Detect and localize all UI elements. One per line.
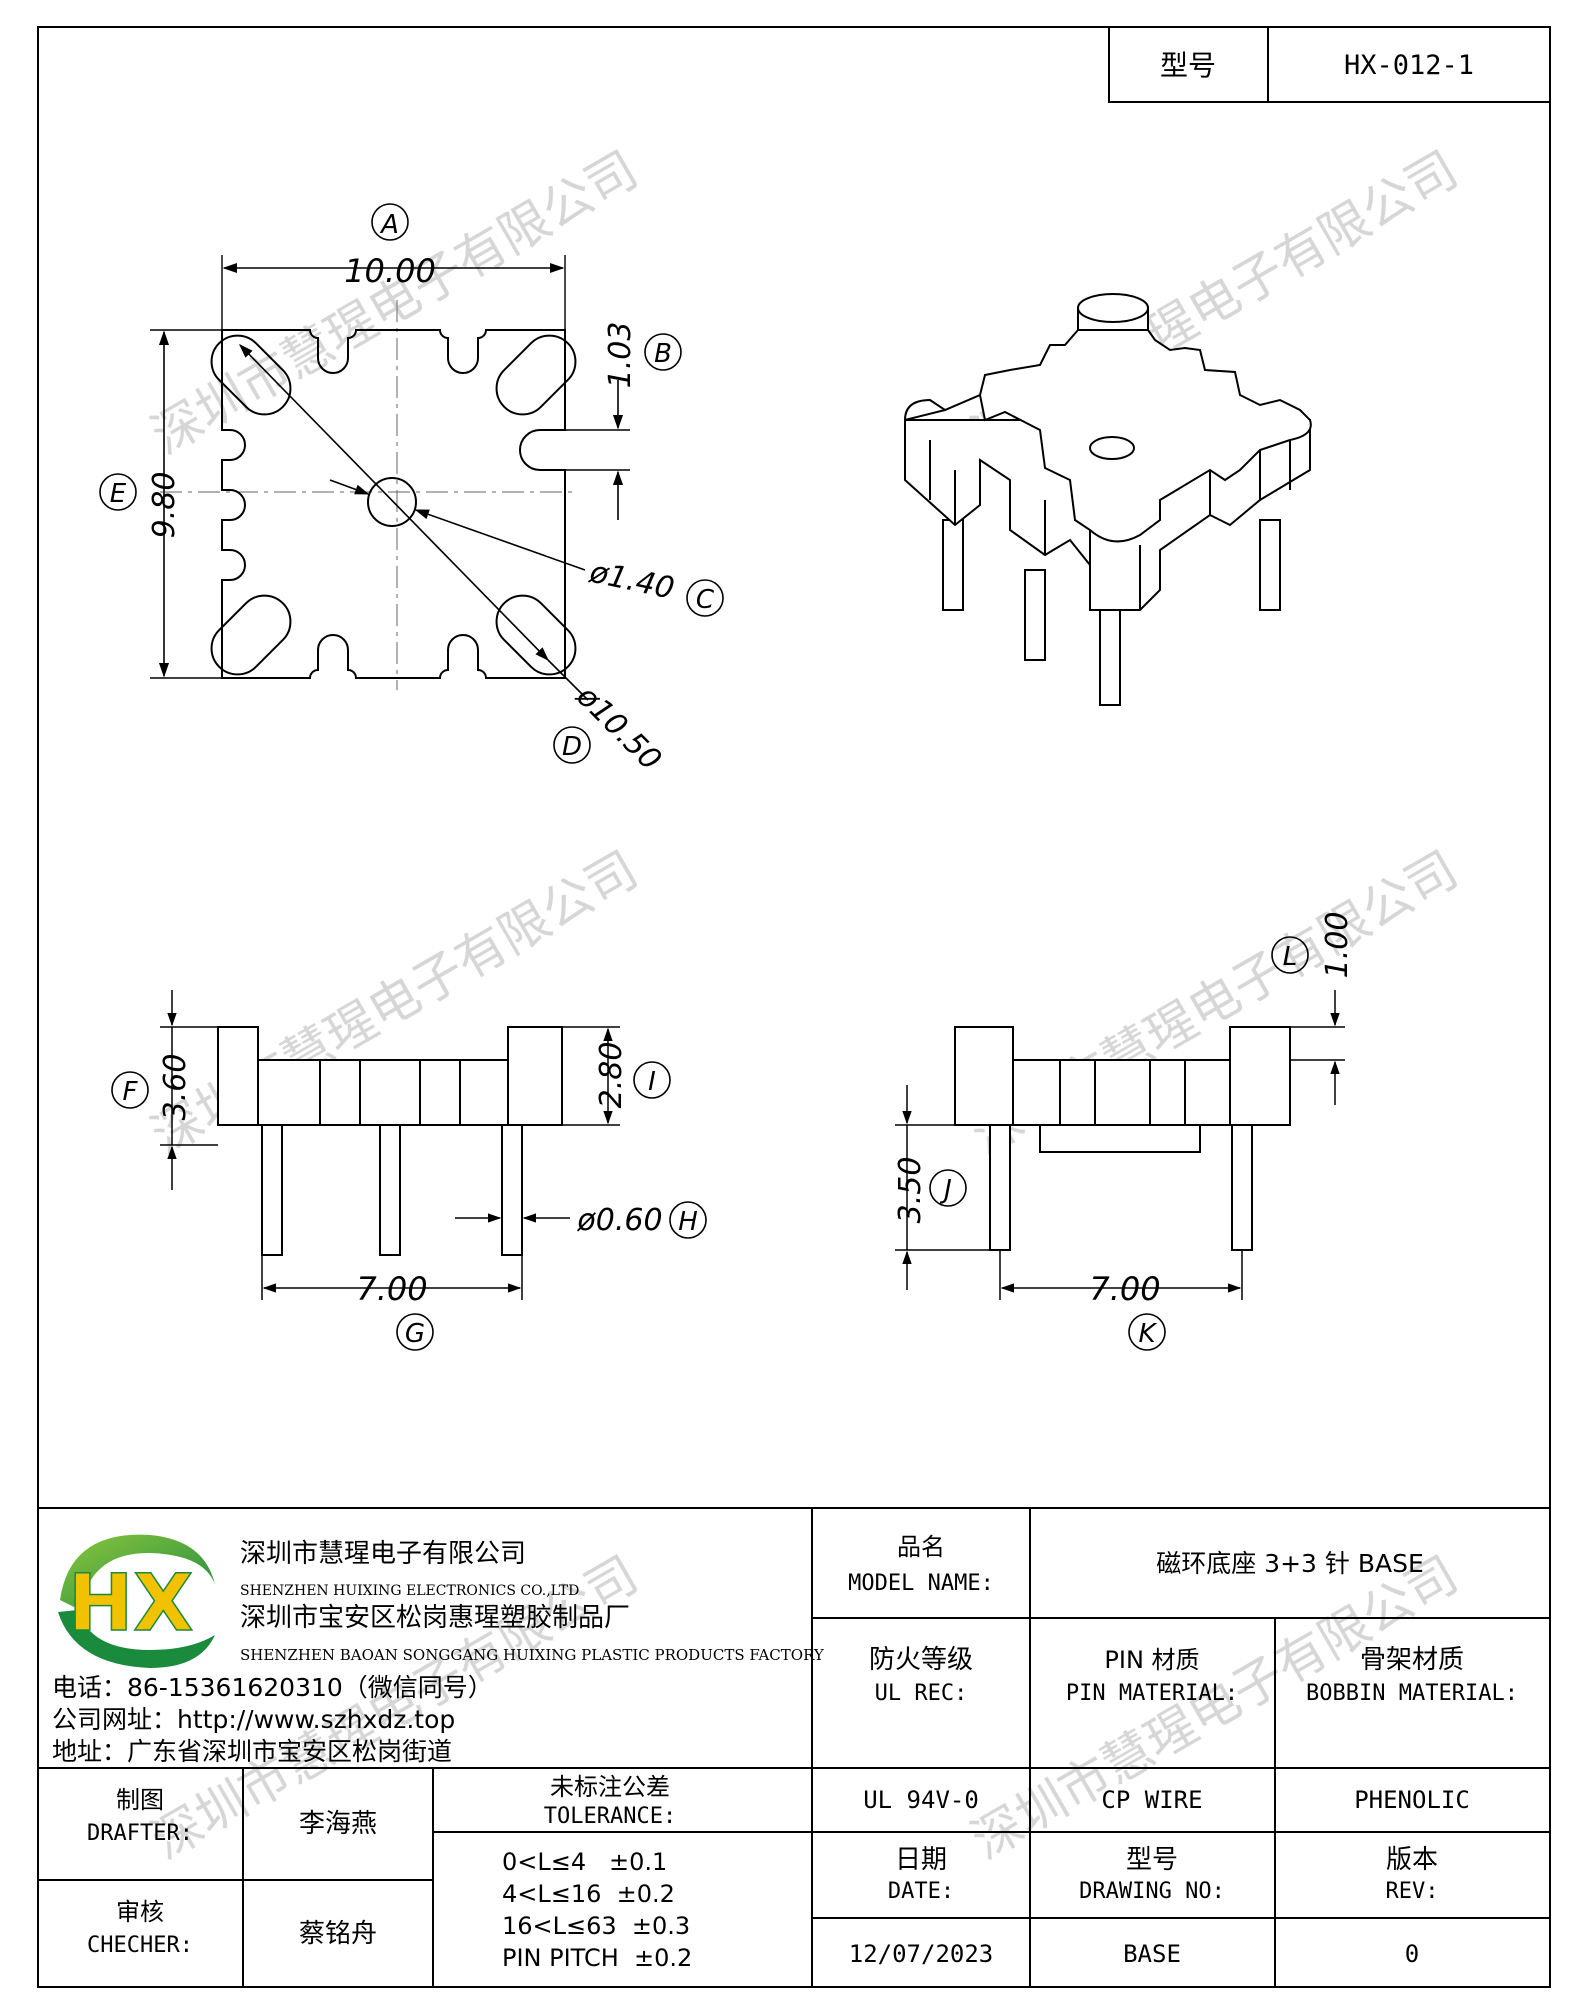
dim-hole: ø1.40 [586, 555, 678, 607]
ul-en: UL REC: [875, 1681, 968, 1706]
company-info: 深圳市慧瑆电子有限公司 SHENZHEN HUIXING ELECTRONICS… [52, 1539, 825, 1766]
dim-pitch-front: 7.00 [356, 1270, 427, 1308]
callout-e: E [110, 479, 127, 509]
website: 公司网址：http://www.szhxdz.top [52, 1705, 455, 1734]
callout-c: C [696, 585, 715, 615]
callout-g: G [405, 1319, 425, 1349]
tolerance-table: 0<L≤4 ±0.1 4<L≤16 ±0.2 16<L≤63 ±0.3 PIN … [502, 1848, 692, 1972]
front-view-labels: F 3.60 2.80 I ø0.60 H 7.00 G [111, 1042, 707, 1351]
company-cn: 深圳市慧瑆电子有限公司 [240, 1539, 526, 1569]
dim-height: 9.80 [147, 472, 182, 539]
dim-pin-len: 3.50 [893, 1157, 928, 1224]
date-value: 12/07/2023 [849, 1940, 994, 1968]
callout-l: L [1283, 942, 1298, 972]
address: 地址：广东省深圳市宝安区松岗街道 [52, 1737, 452, 1766]
checker-cn: 审核 [116, 1898, 164, 1926]
tolerance-cn: 未标注公差 [550, 1773, 670, 1801]
tolerance-row: PIN PITCH ±0.2 [502, 1944, 692, 1972]
tolerance-en: TOLERANCE: [544, 1804, 676, 1829]
front-view [217, 1026, 563, 1256]
side-view-dims [895, 990, 1345, 1300]
bobbin-cn: 骨架材质 [1360, 1645, 1464, 1675]
rev-en: REV: [1386, 1879, 1439, 1904]
side-view-labels: L 1.00 3.50 J 7.00 K [893, 912, 1355, 1351]
pin-value: CP WIRE [1101, 1786, 1202, 1814]
watermark: 深圳市慧瑆电子有限公司 [142, 140, 647, 465]
pin-cn: PIN 材质 [1104, 1646, 1199, 1674]
tolerance-row: 16<L≤63 ±0.3 [502, 1912, 690, 1940]
callout-f: F [123, 1077, 139, 1107]
logo-text: HX [68, 1559, 193, 1649]
company-en: SHENZHEN HUIXING ELECTRONICS CO.,LTD [240, 1583, 579, 1599]
drafter-en: DRAFTER: [87, 1821, 193, 1846]
model-name-en: MODEL NAME: [848, 1571, 994, 1596]
rev-cn: 版本 [1386, 1845, 1438, 1875]
drafter-cn: 制图 [116, 1786, 164, 1814]
factory-cn: 深圳市宝安区松岗惠瑆塑胶制品厂 [240, 1603, 630, 1633]
tolerance-row: 0<L≤4 ±0.1 [502, 1848, 667, 1876]
phone: 电话：86-15361620310（微信同号） [52, 1673, 493, 1702]
dim-diag: ø10.50 [569, 678, 668, 777]
callout-a: A [379, 210, 399, 240]
model-name-value: 磁环底座 3+3 针 BASE [1156, 1549, 1424, 1578]
date-cn: 日期 [895, 1845, 947, 1875]
callout-j: J [939, 1175, 952, 1205]
factory-en: SHENZHEN BAOAN SONGGANG HUIXING PLASTIC … [240, 1646, 825, 1664]
callout-h: H [678, 1207, 698, 1237]
dim-pin-d: ø0.60 [576, 1203, 662, 1238]
bobbin-value: PHENOLIC [1354, 1786, 1470, 1814]
title-block-labels: 品名 MODEL NAME: 磁环底座 3+3 针 BASE 防火等级 UL R… [87, 1533, 1518, 1968]
dim-pitch-side: 7.00 [1089, 1270, 1160, 1308]
drawing-en: DRAWING NO: [1079, 1879, 1225, 1904]
title-block-grid [38, 1507, 1550, 1987]
company-logo: HX [58, 1534, 215, 1668]
model-name-cn: 品名 [897, 1533, 945, 1561]
dim-width: 10.00 [344, 252, 436, 290]
dim-total-h: 3.60 [158, 1054, 193, 1121]
dim-body-h: 2.80 [594, 1042, 629, 1109]
dim-slot: 1.03 [603, 322, 638, 389]
ul-cn: 防火等级 [869, 1645, 973, 1675]
side-view [954, 1026, 1291, 1251]
header-model-label: 型号 [1160, 49, 1216, 82]
callout-k: K [1138, 1319, 1157, 1349]
watermark: 深圳市慧瑆电子有限公司 [962, 1545, 1467, 1870]
drawing-cn: 型号 [1126, 1845, 1178, 1875]
header-model-value: HX-012-1 [1344, 50, 1474, 81]
callout-i: I [648, 1067, 656, 1097]
drawing-value: BASE [1123, 1940, 1181, 1968]
date-en: DATE: [888, 1879, 954, 1904]
callout-d: D [562, 732, 582, 762]
ul-value: UL 94V-0 [863, 1786, 979, 1814]
bobbin-en: BOBBIN MATERIAL: [1306, 1681, 1518, 1706]
top-view [150, 255, 630, 701]
checker-name: 蔡铭舟 [299, 1919, 377, 1949]
iso-view [903, 293, 1312, 706]
checker-en: CHECHER: [87, 1933, 193, 1958]
pin-en: PIN MATERIAL: [1066, 1681, 1238, 1706]
callout-b: B [654, 339, 672, 369]
tolerance-row: 4<L≤16 ±0.2 [502, 1880, 675, 1908]
rev-value: 0 [1405, 1940, 1419, 1968]
drafter-name: 李海燕 [299, 1809, 377, 1839]
sheet-border [37, 26, 1551, 1988]
header-model-box: 型号 HX-012-1 [1108, 26, 1551, 103]
dim-step: 1.00 [1320, 912, 1355, 979]
front-view-dims [160, 990, 620, 1300]
